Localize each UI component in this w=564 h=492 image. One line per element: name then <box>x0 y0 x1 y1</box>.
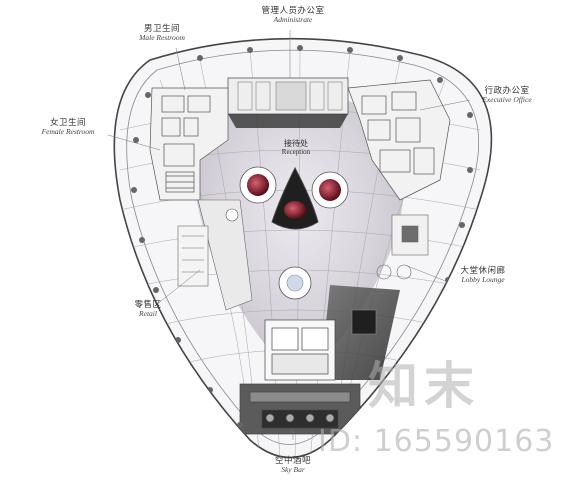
label-sky-bar-zh: 空中酒吧 <box>274 455 311 465</box>
label-lobby-lounge: 大堂休闲廊 Lobby Lounge <box>442 265 524 284</box>
label-reception-zh: 接待处 <box>284 139 308 148</box>
label-lobby-lounge-zh: 大堂休闲廊 <box>460 265 506 275</box>
retail-area <box>177 199 253 311</box>
lounge-table <box>351 309 377 335</box>
label-retail: 零售区 Retail <box>118 299 178 318</box>
label-administrative: 管理人员办公室 Administrate <box>248 5 338 24</box>
label-reception: 接待处 Reception <box>266 139 326 156</box>
label-sky-bar-en: Sky Bar <box>281 464 305 474</box>
label-executive-office-zh: 行政办公室 <box>484 85 530 95</box>
interior <box>119 44 481 458</box>
label-administrative-zh: 管理人员办公室 <box>261 5 325 15</box>
center-seating <box>225 208 312 300</box>
lobby-lounge-area <box>376 214 429 280</box>
label-female-restroom-zh: 女卫生间 <box>49 117 86 127</box>
label-male-restroom-en: Male Restroom <box>139 32 185 42</box>
label-executive-office-en: Executive Office <box>482 94 532 104</box>
label-administrative-en: Administrate <box>273 14 313 24</box>
watermark-id: ID: 165590163 <box>318 424 555 459</box>
right-office-block <box>347 79 451 201</box>
admin-block <box>227 77 349 128</box>
label-reception-en: Reception <box>281 147 311 156</box>
label-executive-office: 行政办公室 Executive Office <box>462 85 552 104</box>
label-lobby-lounge-en: Lobby Lounge <box>461 274 505 284</box>
label-sky-bar: 空中酒吧 Sky Bar <box>262 455 324 474</box>
sky-bar-block <box>239 319 361 435</box>
label-male-restroom: 男卫生间 Male Restroom <box>112 23 212 42</box>
leader-lines <box>107 30 471 440</box>
reception-area <box>239 166 349 230</box>
label-retail-en: Retail <box>139 308 157 318</box>
watermark-logo: 知末 <box>368 357 480 415</box>
label-female-restroom-en: Female Restroom <box>41 126 95 136</box>
label-female-restroom: 女卫生间 Female Restroom <box>20 117 116 136</box>
label-male-restroom-zh: 男卫生间 <box>143 23 180 33</box>
label-retail-zh: 零售区 <box>134 299 162 309</box>
left-restroom-block <box>149 87 229 201</box>
